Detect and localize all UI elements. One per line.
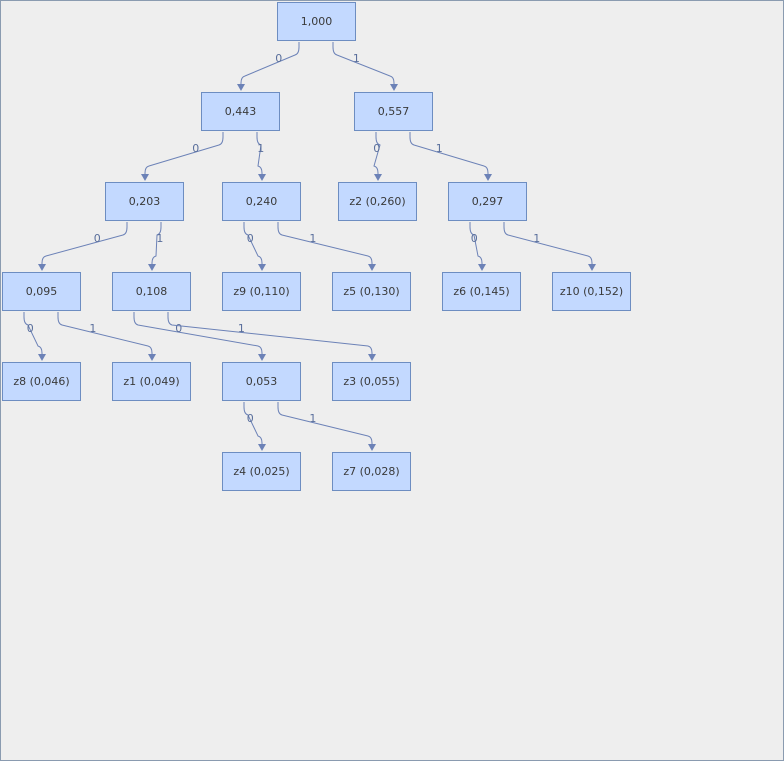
edge-label: 1 — [257, 142, 264, 155]
leaf-z7[interactable]: z7 (0,028) — [332, 452, 411, 491]
edge-arrowhead — [368, 354, 376, 361]
edge-n0203-n0108 — [151, 222, 162, 266]
leaf-z6[interactable]: z6 (0,145) — [442, 272, 521, 311]
edge-label: 1 — [156, 232, 163, 245]
edge-label: 1 — [309, 412, 316, 425]
node-root[interactable]: 1,000 — [277, 2, 356, 41]
node-0108[interactable]: 0,108 — [112, 272, 191, 311]
edge-label: 0 — [192, 142, 199, 155]
edge-n0203-n0095 — [41, 222, 128, 266]
edge-label: 1 — [436, 142, 443, 155]
edge-arrowhead — [258, 354, 266, 361]
leaf-z1[interactable]: z1 (0,049) — [112, 362, 191, 401]
edge-label: 0 — [247, 412, 254, 425]
node-0240[interactable]: 0,240 — [222, 182, 301, 221]
leaf-z9[interactable]: z9 (0,110) — [222, 272, 301, 311]
edge-n0053-z4 — [243, 402, 263, 446]
edge-arrowhead — [148, 354, 156, 361]
leaf-z4[interactable]: z4 (0,025) — [222, 452, 301, 491]
leaf-z8[interactable]: z8 (0,046) — [2, 362, 81, 401]
node-0297[interactable]: 0,297 — [448, 182, 527, 221]
node-0203[interactable]: 0,203 — [105, 182, 184, 221]
edge-root-n0443 — [240, 42, 300, 86]
edge-root-n0557 — [332, 42, 395, 86]
edge-label: 1 — [533, 232, 540, 245]
edge-arrowhead — [258, 174, 266, 181]
edge-arrowhead — [148, 264, 156, 271]
leaf-z2[interactable]: z2 (0,260) — [338, 182, 417, 221]
node-0443[interactable]: 0,443 — [201, 92, 280, 131]
edge-arrowhead — [390, 84, 398, 91]
edge-arrowhead — [484, 174, 492, 181]
edge-n0240-z9 — [243, 222, 263, 266]
edge-arrowhead — [258, 444, 266, 451]
edge-n0297-z10 — [503, 222, 593, 266]
edge-n0557-z2 — [373, 132, 381, 176]
edge-arrowhead — [588, 264, 596, 271]
edge-label: 1 — [238, 322, 245, 335]
edge-n0108-n0053 — [133, 312, 263, 356]
node-0557[interactable]: 0,557 — [354, 92, 433, 131]
edge-arrowhead — [368, 264, 376, 271]
edge-label: 0 — [275, 52, 282, 65]
edge-label: 0 — [247, 232, 254, 245]
edge-n0297-z6 — [469, 222, 483, 266]
edge-label: 0 — [471, 232, 478, 245]
leaf-z5[interactable]: z5 (0,130) — [332, 272, 411, 311]
edge-label: 1 — [309, 232, 316, 245]
edge-label: 0 — [94, 232, 101, 245]
edge-arrowhead — [368, 444, 376, 451]
edge-label: 1 — [89, 322, 96, 335]
edge-arrowhead — [374, 174, 382, 181]
edge-label: 0 — [175, 322, 182, 335]
leaf-z10[interactable]: z10 (0,152) — [552, 272, 631, 311]
edge-n0095-z8 — [23, 312, 43, 356]
edge-arrowhead — [141, 174, 149, 181]
edge-arrowhead — [258, 264, 266, 271]
edge-n0557-n0297 — [409, 132, 489, 176]
edge-n0095-z1 — [57, 312, 153, 356]
leaf-z3[interactable]: z3 (0,055) — [332, 362, 411, 401]
edge-label: 1 — [353, 52, 360, 65]
edge-arrowhead — [237, 84, 245, 91]
node-0095[interactable]: 0,095 — [2, 272, 81, 311]
edge-n0108-z3 — [167, 312, 373, 356]
edge-n0053-z7 — [277, 402, 373, 446]
edge-label: 0 — [373, 142, 380, 155]
edge-arrowhead — [478, 264, 486, 271]
edge-n0443-n0203 — [144, 132, 224, 176]
edge-arrowhead — [38, 354, 46, 361]
edge-label: 0 — [27, 322, 34, 335]
edge-arrowhead — [38, 264, 46, 271]
edge-n0240-z5 — [277, 222, 373, 266]
node-0053[interactable]: 0,053 — [222, 362, 301, 401]
edge-n0443-n0240 — [256, 132, 263, 176]
